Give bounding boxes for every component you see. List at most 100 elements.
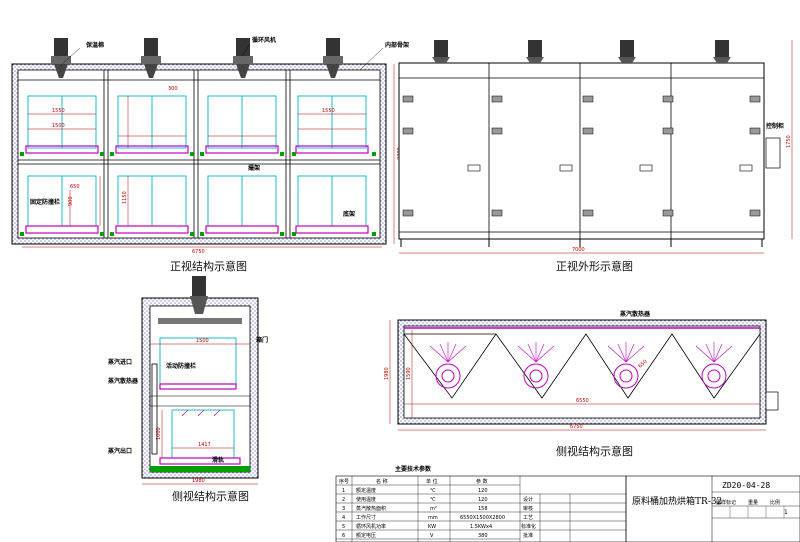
- td-param: 6550X1500X2800: [460, 515, 505, 521]
- label-steam-radiator: 蒸汽散热器: [620, 310, 651, 318]
- dim-side-mid: 1417: [198, 442, 211, 448]
- dim-side-width: 1980: [192, 478, 205, 484]
- td-no: 4: [342, 515, 345, 521]
- side-structure-view: 1500 1417 1980 1000 蒸汽散热器 蒸汽进口 蒸汽出口 活动防撞…: [108, 276, 268, 485]
- title-block: 比例 图样标记 重量 1 ZD20-04-28 原料桶加热烘箱TR-32: [625, 475, 800, 542]
- dim-sv2-angle: 650: [637, 359, 648, 370]
- td-unit: ℃: [430, 497, 436, 503]
- dim-height-outline: 1750: [786, 135, 792, 148]
- td-unit: ℃: [430, 488, 436, 494]
- label-base-frame: 底架: [343, 210, 355, 218]
- control-cabinet-box: [765, 137, 781, 169]
- outline-body: [398, 62, 765, 240]
- side-structure-view-2: 蒸汽散热器 6750 6550 1980 1590 650: [384, 310, 779, 431]
- dim-width-front: 6750: [192, 249, 205, 255]
- td-param: 120: [478, 497, 488, 503]
- tb-weight-label: 重量: [748, 499, 758, 506]
- label-movable-guard: 活动防撞栏: [166, 362, 196, 370]
- td-param: 158: [478, 506, 488, 512]
- label-steam-inlet: 蒸汽进口: [108, 358, 132, 366]
- td-name: 工作尺寸: [356, 514, 376, 521]
- dim-side-top: 1500: [196, 338, 209, 344]
- td-name: 额定温度: [356, 487, 376, 494]
- td-unit: KW: [428, 524, 436, 530]
- tb-small-0: 设计: [523, 496, 533, 503]
- label-inner-frame: 内部骨架: [385, 41, 409, 49]
- front-inner: [17, 69, 381, 239]
- td-no: 2: [342, 497, 345, 503]
- front-fans: [51, 38, 343, 78]
- dim-sv2-h2: 1590: [406, 367, 412, 380]
- fan-1: [51, 38, 71, 78]
- tb-scale: 1: [784, 509, 788, 516]
- caption-front-structure: 正视结构示意图: [170, 260, 247, 273]
- td-name: 循环风机功率: [356, 523, 386, 530]
- fan-2: [141, 38, 161, 78]
- th-unit: 单 位: [426, 478, 438, 485]
- side-fan: [192, 276, 206, 296]
- dim-width-outline: 7000: [572, 247, 585, 253]
- sv2-inner: [403, 325, 761, 419]
- th-name: 名 称: [376, 478, 388, 485]
- td-param: 380: [478, 533, 488, 539]
- dim-1500a: 1500: [52, 123, 65, 129]
- dim-650: 650: [70, 184, 80, 190]
- td-no: 1: [342, 488, 345, 494]
- td-name: 蒸汽散热面积: [356, 505, 386, 512]
- fan-3: [233, 38, 253, 78]
- tb-small-4: 批准: [523, 532, 533, 539]
- tb-mark-label: 图样标记: [716, 499, 736, 506]
- caption-front-outline: 正视外形示意图: [556, 260, 633, 273]
- caption-side-structure: 侧视结构示意图: [172, 490, 249, 503]
- tb-code: ZD20-04-28: [722, 481, 770, 490]
- inner-rails: [18, 79, 380, 165]
- dim-sv2-inner: 6550: [576, 398, 589, 404]
- outline-fans: [432, 40, 731, 63]
- front-structure-view: 1550 1500 300 1550 1150 900 650 6750 270…: [11, 36, 409, 255]
- tb-small-3: 标准化: [521, 523, 536, 530]
- td-unit: m²: [430, 506, 437, 512]
- dim-1550a: 1550: [52, 108, 65, 114]
- td-unit: mm: [428, 515, 438, 521]
- fan-4: [323, 38, 343, 78]
- sv2-rays: [429, 342, 733, 363]
- td-no: 3: [342, 506, 345, 512]
- td-unit: V: [430, 533, 434, 539]
- td-no: 5: [342, 524, 345, 530]
- th-no: 序号: [339, 478, 349, 485]
- label-circ-fan: 循环风机: [252, 36, 276, 44]
- label-control-cabinet: 控制柜: [766, 122, 784, 130]
- dim-900: 900: [68, 196, 74, 206]
- tb-small-2: 工艺: [523, 515, 533, 521]
- td-param: 120: [478, 488, 488, 494]
- label-fixed-guard: 固定防撞栏: [30, 198, 60, 206]
- label-slide-rail: 滑轨: [212, 456, 224, 464]
- tb-scale-label: 比例: [770, 499, 780, 506]
- label-steam-radiator-side: 蒸汽散热器: [108, 377, 139, 385]
- dim-sv2-h1: 1980: [384, 367, 390, 380]
- outline-hinges: [402, 95, 761, 217]
- tb-small-1: 审核: [523, 505, 533, 512]
- dim-1550b: 1550: [322, 108, 335, 114]
- dim-300: 300: [168, 86, 178, 92]
- dim-1150: 1150: [122, 191, 128, 204]
- dim-side-h: 1000: [156, 427, 162, 440]
- outline-feet: [400, 239, 763, 247]
- guards: [20, 152, 376, 236]
- tb-product: 原料桶加热烘箱TR-32: [632, 495, 722, 507]
- td-name: 使用温度: [356, 496, 376, 503]
- param-table: 主要技术参数 序号 名 称 单 位 参 数 1 额定温度 ℃ 120 2 使用温…: [335, 465, 627, 542]
- shelves: [25, 145, 369, 234]
- param-table-title: 主要技术参数: [395, 465, 432, 473]
- outline-handles: [467, 164, 753, 172]
- td-name: 额定电压: [356, 532, 376, 539]
- td-no: 6: [342, 533, 345, 539]
- label-box-door: 箱门: [256, 336, 268, 344]
- drum-outlines: [27, 95, 367, 227]
- label-steam-outlet: 蒸汽出口: [108, 447, 132, 455]
- sv2-fans: [435, 363, 727, 389]
- front-outline-view: 控制柜 7000 1750: [398, 40, 793, 254]
- label-insulation: 保温棉: [85, 41, 104, 49]
- label-bracket: 撮架: [248, 164, 260, 172]
